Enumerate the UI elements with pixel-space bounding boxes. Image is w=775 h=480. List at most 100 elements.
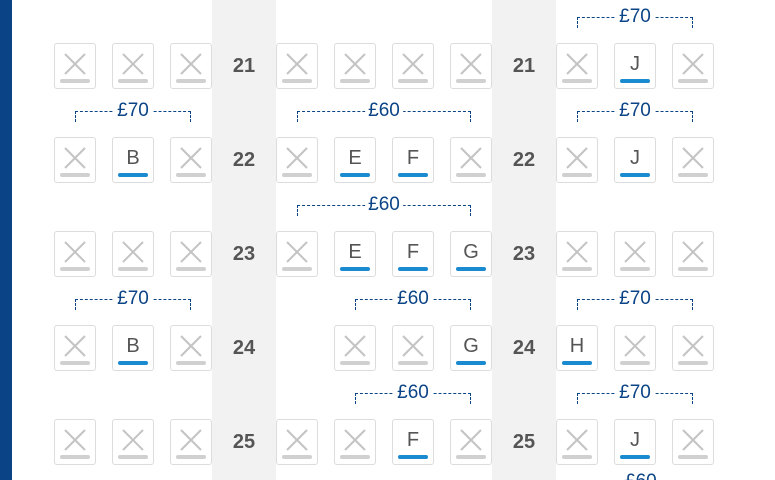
seat-23A[interactable]: [54, 231, 96, 277]
seat-24H[interactable]: H: [556, 325, 598, 371]
unavailable-bar: [456, 455, 486, 459]
unavailable-bar: [398, 361, 428, 365]
availability-bar: [340, 173, 370, 177]
close-icon: [566, 241, 588, 263]
seat-24B[interactable]: B: [112, 325, 154, 371]
close-icon: [64, 241, 86, 263]
row-number-right: 22: [512, 149, 536, 171]
seat-23K[interactable]: [672, 231, 714, 277]
seat-22E[interactable]: E: [334, 137, 376, 183]
seat-24F[interactable]: [392, 325, 434, 371]
seat-25C[interactable]: [170, 419, 212, 465]
seat-letter: E: [348, 147, 362, 169]
unavailable-bar: [456, 79, 486, 83]
seat-letter: H: [569, 335, 585, 357]
price-bracket-middle-short: £60: [355, 288, 471, 310]
row-number-right: 25: [512, 431, 536, 453]
price-label: £70: [616, 6, 654, 28]
seat-21A[interactable]: [54, 43, 96, 89]
unavailable-bar: [562, 79, 592, 83]
seat-21G[interactable]: [450, 43, 492, 89]
seat-25D[interactable]: [276, 419, 318, 465]
seat-25H[interactable]: [556, 419, 598, 465]
seat-21E[interactable]: [334, 43, 376, 89]
seat-23C[interactable]: [170, 231, 212, 277]
close-icon: [286, 429, 308, 451]
close-icon: [286, 53, 308, 75]
unavailable-bar: [340, 361, 370, 365]
seat-21J[interactable]: J: [614, 43, 656, 89]
seat-24C[interactable]: [170, 325, 212, 371]
aisle-left: [212, 0, 276, 480]
availability-bar: [456, 267, 486, 271]
availability-bar: [398, 455, 428, 459]
close-icon: [344, 429, 366, 451]
availability-bar: [620, 79, 650, 83]
seat-25K[interactable]: [672, 419, 714, 465]
seat-23F[interactable]: F: [392, 231, 434, 277]
seat-letter: G: [463, 241, 479, 263]
unavailable-bar: [562, 267, 592, 271]
price-label: £60: [394, 382, 432, 404]
close-icon: [122, 53, 144, 75]
seat-24A[interactable]: [54, 325, 96, 371]
close-icon: [180, 429, 202, 451]
seat-25G[interactable]: [450, 419, 492, 465]
seat-22A[interactable]: [54, 137, 96, 183]
close-icon: [64, 53, 86, 75]
seat-23H[interactable]: [556, 231, 598, 277]
close-icon: [460, 147, 482, 169]
row-number-right: 23: [512, 243, 536, 265]
seat-23G[interactable]: G: [450, 231, 492, 277]
seat-24G[interactable]: G: [450, 325, 492, 371]
seat-24J[interactable]: [614, 325, 656, 371]
seat-21H[interactable]: [556, 43, 598, 89]
seat-22D[interactable]: [276, 137, 318, 183]
seat-22J[interactable]: J: [614, 137, 656, 183]
seat-25F[interactable]: F: [392, 419, 434, 465]
price-bracket-right: £70: [577, 382, 693, 404]
seat-23J[interactable]: [614, 231, 656, 277]
close-icon: [566, 147, 588, 169]
seat-25A[interactable]: [54, 419, 96, 465]
seat-21B[interactable]: [112, 43, 154, 89]
close-icon: [624, 241, 646, 263]
unavailable-bar: [60, 267, 90, 271]
unavailable-bar: [282, 455, 312, 459]
seat-21F[interactable]: [392, 43, 434, 89]
row-number-left: 25: [232, 431, 256, 453]
seat-23E[interactable]: E: [334, 231, 376, 277]
seat-22C[interactable]: [170, 137, 212, 183]
seat-25E[interactable]: [334, 419, 376, 465]
seat-23B[interactable]: [112, 231, 154, 277]
seat-22K[interactable]: [672, 137, 714, 183]
seat-21D[interactable]: [276, 43, 318, 89]
price-label: £60: [394, 288, 432, 310]
unavailable-bar: [176, 455, 206, 459]
close-icon: [682, 147, 704, 169]
price-label: £70: [616, 382, 654, 404]
seat-25J[interactable]: J: [614, 419, 656, 465]
close-icon: [286, 147, 308, 169]
seat-21K[interactable]: [672, 43, 714, 89]
price-label: £60: [365, 100, 403, 122]
seat-22H[interactable]: [556, 137, 598, 183]
seat-letter: J: [630, 429, 640, 451]
seat-22B[interactable]: B: [112, 137, 154, 183]
close-icon: [64, 147, 86, 169]
price-bracket-middle: £60: [297, 194, 471, 216]
seat-25B[interactable]: [112, 419, 154, 465]
seat-22F[interactable]: F: [392, 137, 434, 183]
unavailable-bar: [118, 79, 148, 83]
seat-24E[interactable]: [334, 325, 376, 371]
seat-22G[interactable]: [450, 137, 492, 183]
close-icon: [180, 53, 202, 75]
unavailable-bar: [60, 79, 90, 83]
seat-24K[interactable]: [672, 325, 714, 371]
availability-bar: [398, 267, 428, 271]
seat-letter: J: [630, 53, 640, 75]
seat-21C[interactable]: [170, 43, 212, 89]
seat-23D[interactable]: [276, 231, 318, 277]
seat-letter: F: [406, 429, 420, 451]
close-icon: [402, 53, 424, 75]
